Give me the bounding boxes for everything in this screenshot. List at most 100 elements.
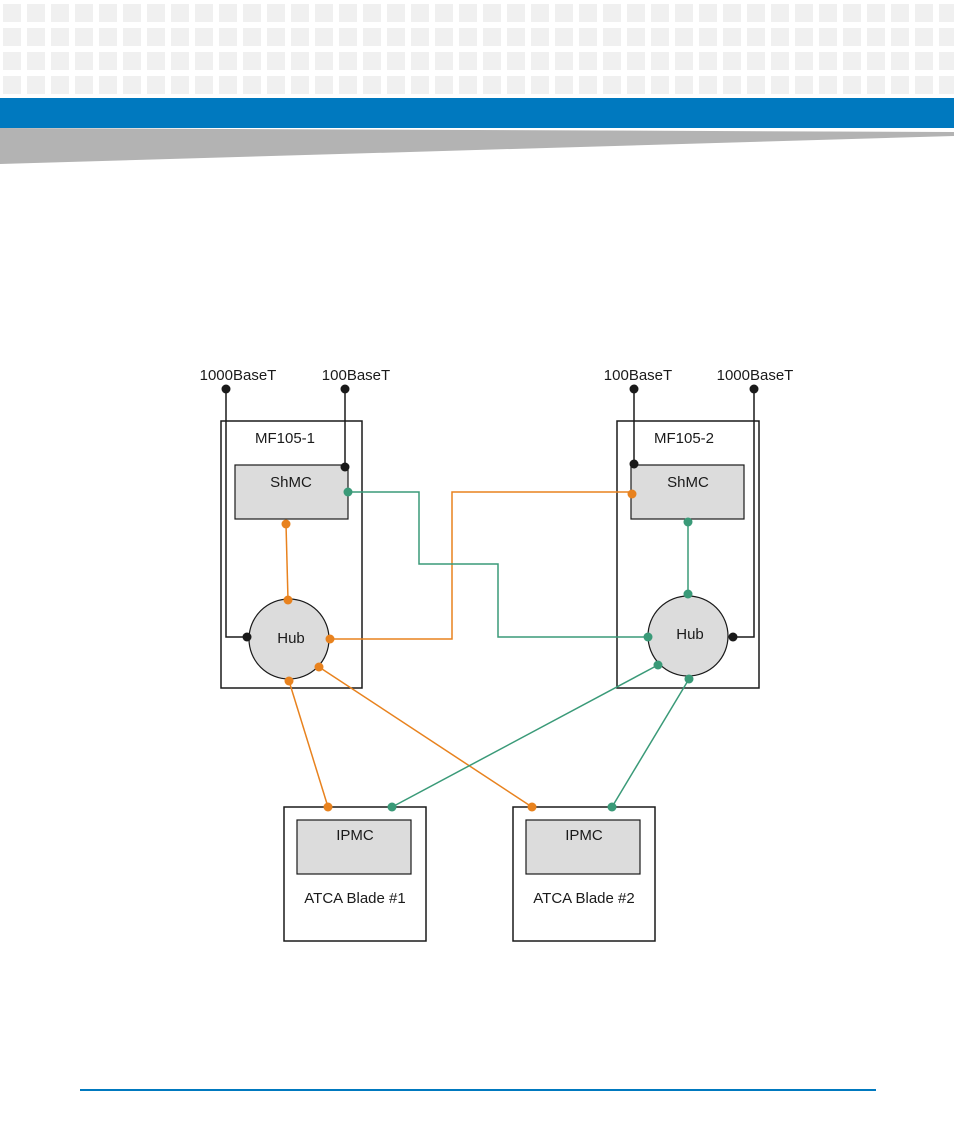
header-tile: [147, 28, 165, 46]
header-tile: [699, 28, 717, 46]
header-tile: [771, 52, 789, 70]
header-tile: [675, 52, 693, 70]
header-tile: [819, 28, 837, 46]
shmc-module-right: [630, 464, 745, 520]
header-tile: [627, 76, 645, 94]
header-tile: [651, 28, 669, 46]
header-tile: [435, 28, 453, 46]
header-tile: [171, 76, 189, 94]
header-tile: [459, 4, 477, 22]
ipmc-label-blade-2: IPMC: [565, 827, 603, 844]
header-tile: [795, 52, 813, 70]
header-tile: [411, 76, 429, 94]
header-tile: [243, 4, 261, 22]
header-tile-pattern: [3, 4, 954, 94]
port-dot: [340, 384, 350, 394]
header-tile: [387, 28, 405, 46]
header-tile: [267, 52, 285, 70]
header-tile: [915, 28, 933, 46]
port-dot: [387, 802, 397, 812]
header-tile: [747, 28, 765, 46]
header-tile: [219, 52, 237, 70]
header-tile: [867, 4, 885, 22]
atca-blade-2: [512, 806, 656, 942]
header-tile: [651, 52, 669, 70]
header-tile: [27, 52, 45, 70]
header-tile: [291, 28, 309, 46]
header-tile: [771, 28, 789, 46]
port-dot: [242, 632, 252, 642]
header-tile: [555, 76, 573, 94]
header-tile: [723, 52, 741, 70]
header-tile: [747, 52, 765, 70]
header-tile: [843, 76, 861, 94]
footer-rule: [80, 1089, 876, 1091]
header-tile: [579, 76, 597, 94]
link-green-shmc-left-hub-right: [348, 491, 648, 638]
header-tile: [267, 76, 285, 94]
ipmc-module-blade-2: [525, 819, 641, 875]
shmc-label-right: ShMC: [667, 474, 709, 491]
header-tile: [387, 4, 405, 22]
port-dot: [283, 595, 293, 605]
header-tile: [459, 52, 477, 70]
header-tile: [291, 4, 309, 22]
ipmc-label-blade-1: IPMC: [336, 827, 374, 844]
header-tile: [723, 4, 741, 22]
header-tile: [267, 4, 285, 22]
port-dot: [323, 802, 333, 812]
header-tile: [51, 52, 69, 70]
header-tile: [867, 76, 885, 94]
header-tile: [75, 76, 93, 94]
header-tile: [243, 28, 261, 46]
header-tile: [435, 76, 453, 94]
header-tile: [51, 4, 69, 22]
port-dot: [653, 660, 663, 670]
header-tile: [339, 4, 357, 22]
header-tile: [147, 52, 165, 70]
header-tile: [843, 52, 861, 70]
port-dot: [221, 384, 231, 394]
header-tile: [843, 28, 861, 46]
header-tile: [915, 76, 933, 94]
header-tile: [531, 76, 549, 94]
header-tile: [435, 52, 453, 70]
header-tile: [99, 4, 117, 22]
shmc-label-left: ShMC: [270, 474, 312, 491]
header-tile: [363, 28, 381, 46]
header-tile: [123, 28, 141, 46]
header-tile: [27, 4, 45, 22]
header-tile: [507, 28, 525, 46]
header-tile: [867, 28, 885, 46]
blade-label-2: ATCA Blade #2: [533, 890, 634, 907]
link-orange-hub-left-shmc-right: [330, 491, 632, 640]
port-label-100baset-right: 100BaseT: [604, 367, 672, 384]
port-dot: [728, 632, 738, 642]
header-tile: [699, 4, 717, 22]
header-tile: [219, 4, 237, 22]
header-tile: [123, 52, 141, 70]
header-tile: [147, 4, 165, 22]
header-tile: [243, 52, 261, 70]
header-tile: [3, 52, 21, 70]
port-dot: [343, 487, 353, 497]
header-tile: [411, 28, 429, 46]
header-tile: [27, 76, 45, 94]
link-orange-shmc-hub-left: [285, 523, 289, 601]
header-tile: [723, 28, 741, 46]
header-tile: [747, 76, 765, 94]
header-tile: [651, 76, 669, 94]
header-tile: [939, 52, 954, 70]
header-tile: [675, 76, 693, 94]
header-tile: [411, 4, 429, 22]
port-dot: [629, 384, 639, 394]
header-tile: [531, 4, 549, 22]
header-tile: [243, 76, 261, 94]
header-tile: [915, 4, 933, 22]
header-tile: [27, 28, 45, 46]
port-dot: [527, 802, 537, 812]
header-tile: [339, 28, 357, 46]
port-dot: [314, 662, 324, 672]
header-tile: [435, 4, 453, 22]
